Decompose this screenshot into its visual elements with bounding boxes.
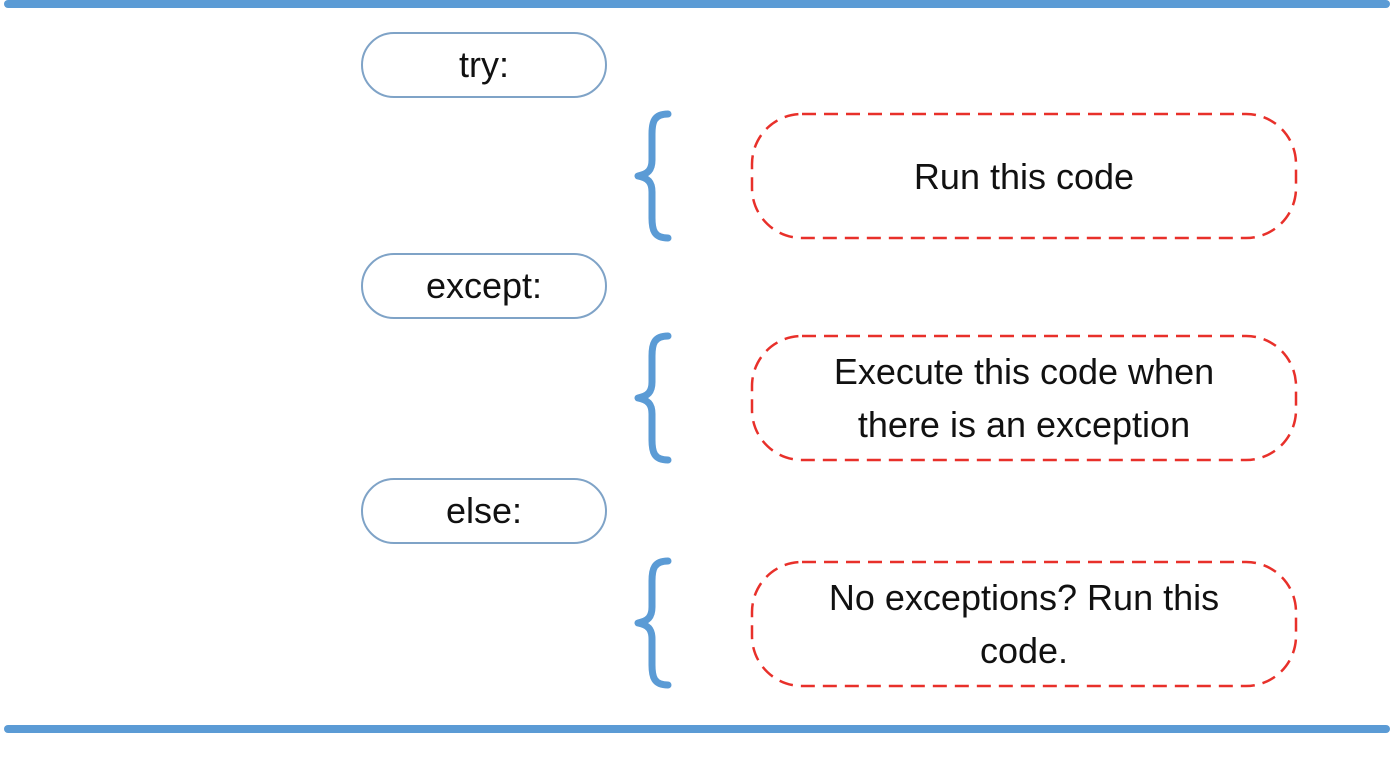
except-description-text: Execute this code when there is an excep…	[833, 351, 1215, 445]
except-description-block: Execute this code when there is an excep…	[750, 334, 1298, 462]
try-description-text: Run this code	[913, 155, 1135, 197]
try-dashed-border	[750, 112, 1298, 240]
else-description-block: No exceptions? Run this code.	[750, 560, 1298, 688]
else-brace-icon	[634, 557, 672, 689]
else-description-text: No exceptions? Run this code.	[828, 577, 1220, 671]
else-keyword-box: else:	[361, 478, 607, 544]
try-keyword-box: try:	[361, 32, 607, 98]
except-keyword-label: except:	[425, 265, 543, 306]
bottom-rule	[4, 725, 1390, 733]
except-keyword-box: except:	[361, 253, 607, 319]
try-description-block: Run this code	[750, 112, 1298, 240]
try-keyword-label: try:	[459, 44, 509, 85]
else-dashed-border	[750, 560, 1298, 688]
else-keyword-label: else:	[445, 490, 523, 531]
except-brace-icon	[634, 332, 672, 464]
except-dashed-border	[750, 334, 1298, 462]
try-brace-icon	[634, 110, 672, 242]
top-rule	[4, 0, 1390, 8]
